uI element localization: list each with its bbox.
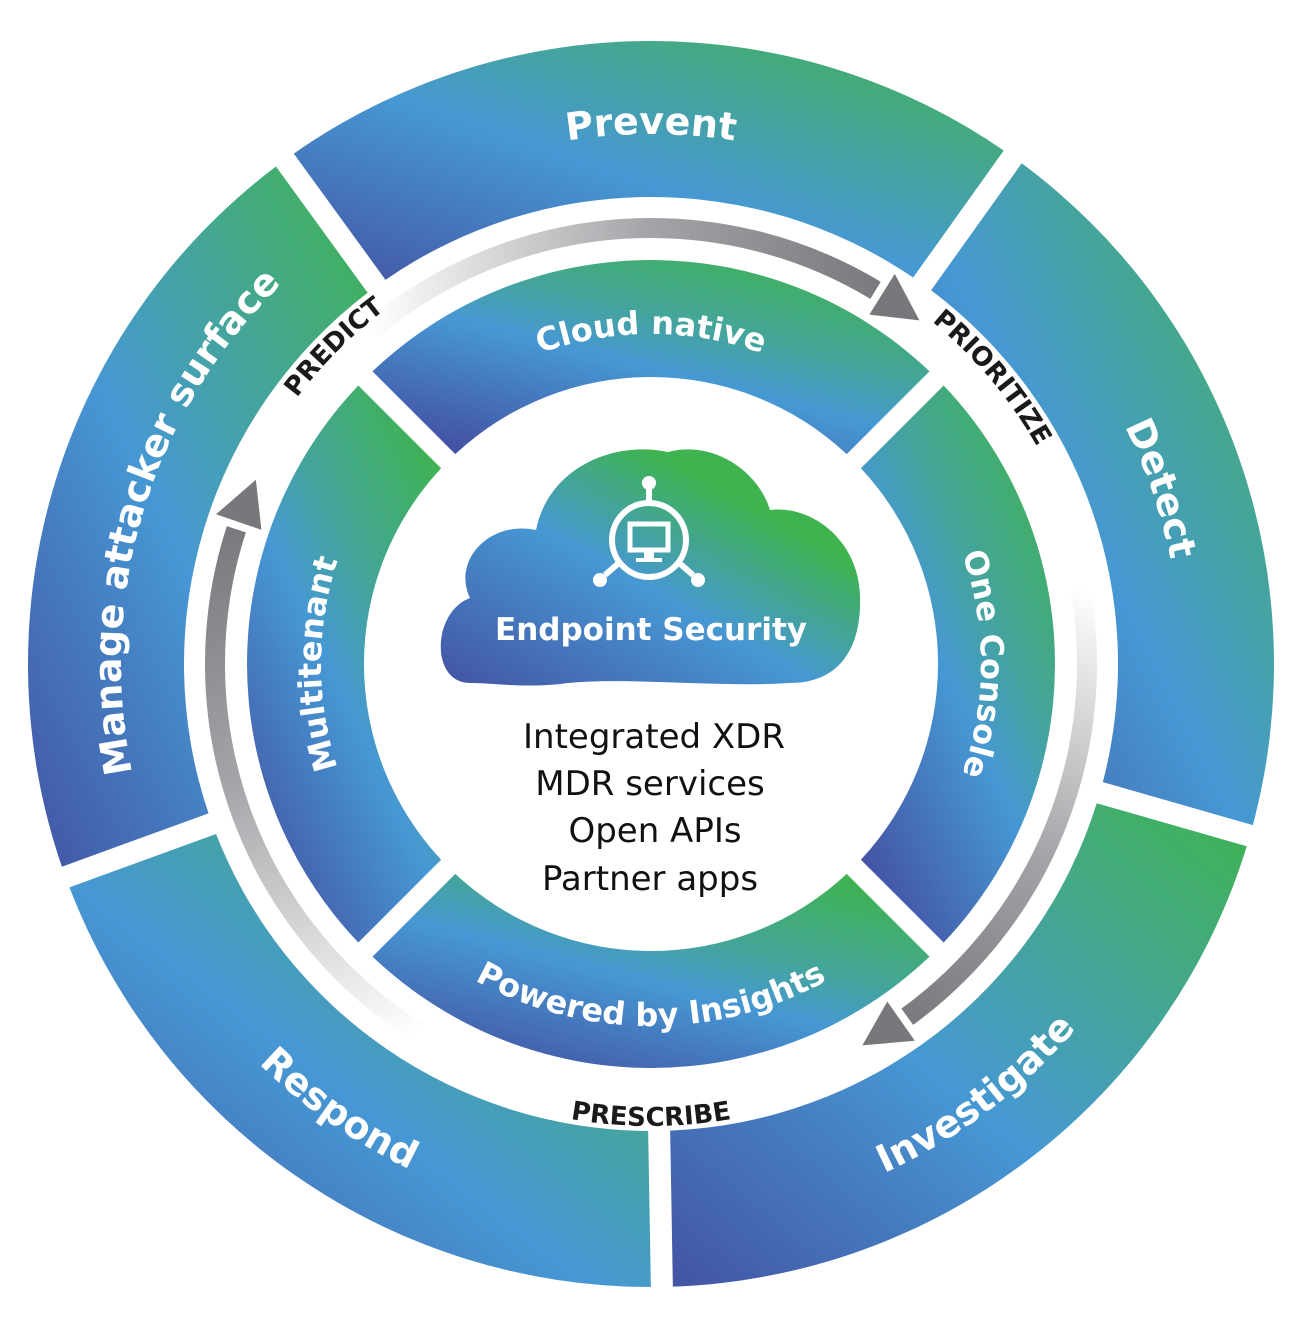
outer-segment-investigate xyxy=(670,803,1247,1287)
outer-segment-manage xyxy=(28,166,368,867)
prevent-label: Prevent xyxy=(563,99,740,150)
outer-segment-respond xyxy=(69,834,651,1287)
feature-partner-apps: Partner apps xyxy=(542,859,758,899)
arrow-predict-to-prioritize xyxy=(364,218,920,338)
arrow-head-icon xyxy=(869,273,920,321)
inner-segment-one-console xyxy=(860,385,1055,943)
inner-segment-cloud-native xyxy=(372,260,930,455)
arrow-shaft xyxy=(364,218,881,338)
feature-integrated-xdr: Integrated XDR xyxy=(523,717,785,757)
inner-segment-multitenant xyxy=(247,385,442,943)
phase-label-prescribe: PRESCRIBE xyxy=(569,1096,732,1133)
arrow-prescribe-to-predict xyxy=(205,479,426,1043)
arrow-head-icon xyxy=(862,1001,915,1046)
prescribe-label: PRESCRIBE xyxy=(569,1096,732,1133)
outer-segment-detect xyxy=(931,163,1274,826)
endpoint-security-cloud: Endpoint Security xyxy=(440,449,861,686)
cloud-shape xyxy=(440,449,861,686)
feature-open-apis: Open APIs xyxy=(568,811,741,851)
arrow-prioritize-to-prescribe xyxy=(862,586,1097,1046)
inner-segment-powered-by-insights xyxy=(372,873,930,1068)
monitor-hub-icon xyxy=(593,476,705,587)
endpoint-security-title: Endpoint Security xyxy=(495,612,807,648)
arrow-shaft xyxy=(205,526,426,1043)
segment-label-prevent: Prevent xyxy=(563,99,740,150)
feature-mdr-services: MDR services xyxy=(535,764,764,804)
outer-segment-prevent xyxy=(293,41,1004,280)
arrow-shaft xyxy=(901,586,1097,1025)
center-feature-list: Integrated XDR MDR services Open APIs Pa… xyxy=(523,717,785,899)
arrow-head-icon xyxy=(216,479,262,530)
